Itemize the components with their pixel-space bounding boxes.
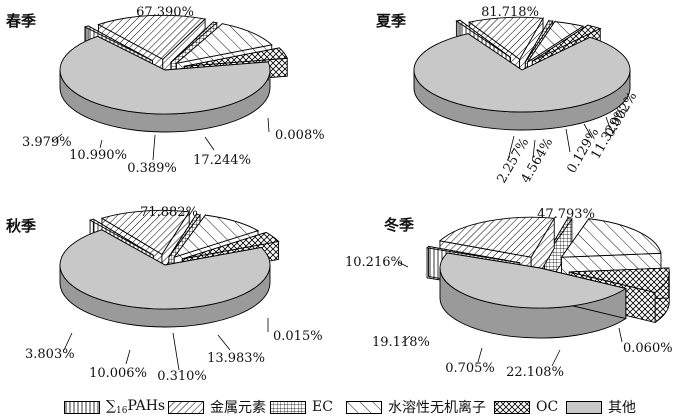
data-label-pahs: 0.015% [273, 329, 323, 344]
legend-label-oc: OC [536, 399, 559, 415]
data-label-metal: 13.983% [207, 351, 265, 366]
legend-swatch-ec [270, 400, 306, 414]
pie-top-ec [170, 21, 218, 63]
data-label-other: 47.793% [537, 207, 595, 222]
leader-line-oc [63, 332, 73, 351]
data-label-pahs: 0.060% [623, 341, 673, 356]
pie-chart-0: 0.008% 17.244% 0.389%10.990%3.979% 67.390% 春… [6, 5, 325, 176]
legend-item-pahs: ∑16PAHs [64, 396, 165, 418]
pie-top-ec [168, 213, 201, 258]
leader-line-ec [565, 128, 571, 153]
data-label-ion: 10.006% [89, 366, 147, 381]
data-label-ec: 0.705% [445, 361, 495, 376]
data-label-other: 81.718% [481, 5, 539, 20]
pie-top-ion [527, 21, 585, 63]
leader-line-pahs [267, 117, 270, 133]
leader-line-oc [51, 133, 63, 143]
pie-chart-2: 0.015% 13.983%0.310% 10.006% 3.803% 71.882% 秋… [6, 205, 323, 384]
leader-line-ec [152, 134, 156, 161]
pie-top-other [439, 252, 627, 309]
pie-chart-1: 0.002%11.329%0.129%4.564%2.257%81.718%夏季 [375, 5, 640, 186]
legend-swatch-metal [168, 400, 204, 414]
pie-top-metal [97, 14, 207, 60]
pie-top-oc [532, 24, 602, 62]
legend-item-metal: 金属元素 [168, 396, 266, 418]
pie-slice-other [439, 252, 627, 339]
leader-line-ec [172, 332, 180, 371]
pie-slice-other [59, 229, 271, 328]
pie-slice-other [59, 35, 271, 133]
pie-top-ec [524, 20, 554, 63]
legend-label-other: 其他 [608, 400, 636, 416]
pie-top-pahs [426, 245, 520, 264]
legend-label-pahs: ∑16PAHs [106, 398, 166, 416]
pie-top-pahs [455, 19, 511, 58]
data-label-oc: 10.216% [345, 255, 403, 270]
data-label-oc: 3.803% [25, 347, 75, 362]
data-label-ion: 19.118% [372, 335, 430, 350]
leader-line-pahs [605, 116, 611, 129]
leader-line-metal [217, 334, 231, 351]
legend-item-ec: EC [270, 396, 333, 418]
data-label-ion: 10.990% [69, 148, 127, 163]
pie-top-other [59, 229, 271, 310]
panel-title: 冬季 [384, 216, 414, 234]
legend-item-other: 其他 [566, 396, 636, 418]
leader-line-pahs [618, 327, 623, 343]
pie-top-oc [182, 231, 280, 260]
pie-top-ion [174, 23, 273, 65]
legend-swatch-pahs [64, 400, 100, 414]
pie-top-metal [100, 209, 190, 255]
pie-top-metal [468, 16, 544, 60]
legend-swatch-ion [346, 400, 382, 414]
leader-line-ion [99, 139, 103, 149]
pie-top-ion [560, 218, 662, 258]
leader-line-oc [397, 261, 409, 268]
pie-chart-3: 0.060% 22.108% 0.705% 19.118% 10.216% 47.793%… [345, 207, 673, 380]
pie-top-pahs [83, 25, 153, 62]
legend-item-oc: OC [494, 396, 558, 418]
pie-top-metal [438, 216, 555, 258]
panel-title: 夏季 [375, 12, 406, 30]
leader-line-metal [551, 349, 561, 367]
legend-swatch-other [566, 400, 602, 414]
data-label-other: 71.882% [140, 205, 198, 220]
pie-top-ion [173, 214, 260, 258]
pie-top-other [413, 33, 631, 113]
leader-line-ec [477, 347, 483, 363]
data-label-metal: 22.108% [506, 365, 564, 380]
pie-top-oc [183, 47, 288, 67]
pie-slice-other [413, 32, 631, 131]
leader-line-ion [532, 139, 536, 159]
pie-top-oc [569, 267, 670, 293]
leader-line-ion [401, 335, 411, 344]
pie-top-pahs [88, 218, 154, 256]
leader-line-metal [204, 136, 215, 151]
legend-label-metal: 金属元素 [210, 400, 266, 416]
data-label-pahs: 0.008% [275, 128, 325, 143]
legend-item-ion: 水溶性无机离子 [346, 396, 486, 418]
data-label-ec: 0.310% [157, 369, 207, 384]
leader-line-metal [583, 123, 593, 139]
leader-line-ion [125, 349, 131, 365]
data-label-oc: 3.979% [22, 135, 72, 150]
data-label-other: 67.390% [136, 5, 194, 20]
legend: ∑16PAHs 金属元素 EC 水溶性无机离子 OC 其他 [0, 396, 700, 418]
panel-title: 春季 [6, 12, 36, 30]
data-label-metal: 17.244% [193, 153, 251, 168]
panel-title: 秋季 [6, 217, 36, 235]
leader-line-oc [507, 135, 515, 161]
legend-swatch-oc [494, 400, 530, 414]
legend-label-ec: EC [312, 399, 333, 415]
legend-label-ion: 水溶性无机离子 [388, 400, 486, 416]
pie-top-other [59, 35, 271, 115]
data-label-ec: 0.389% [127, 161, 177, 176]
